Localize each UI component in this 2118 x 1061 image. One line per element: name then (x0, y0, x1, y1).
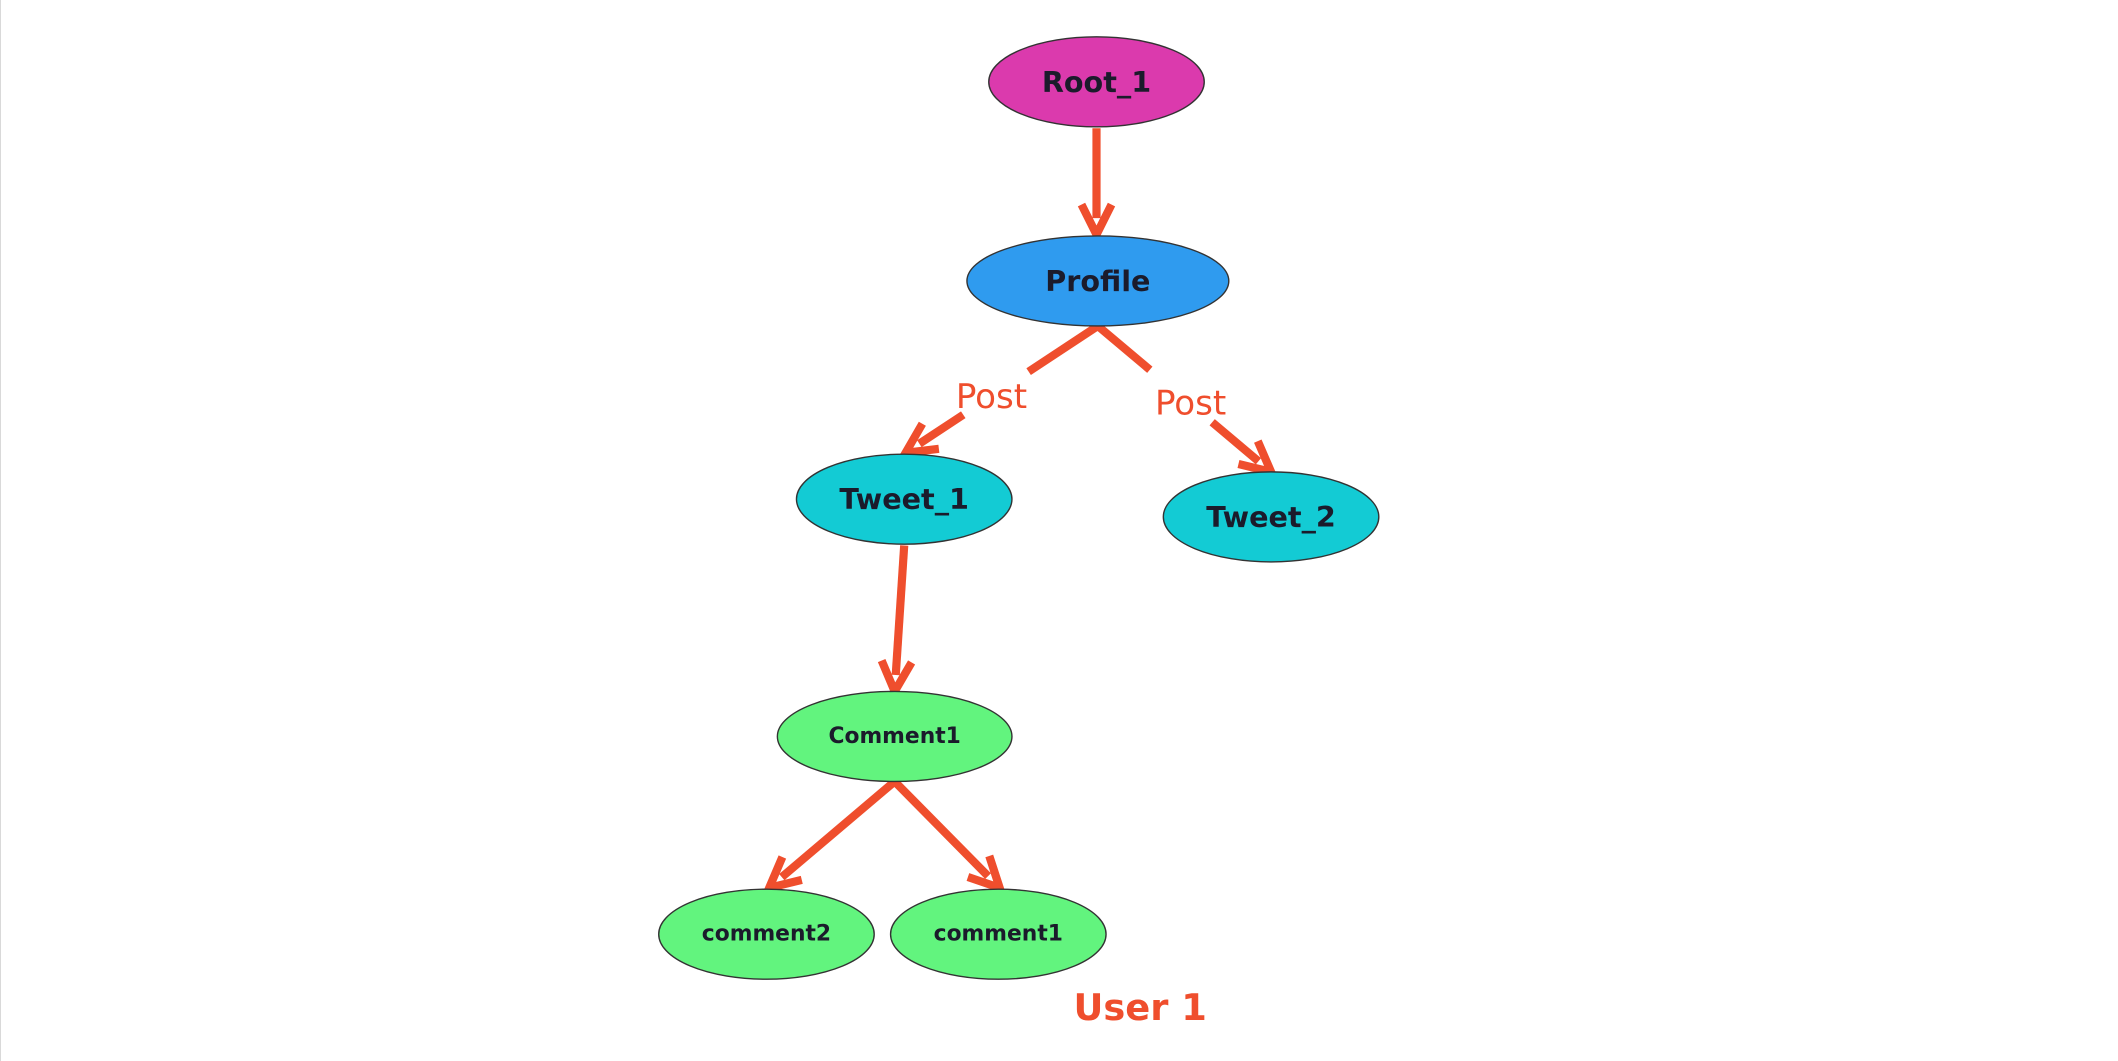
edges-layer (762, 128, 1279, 895)
diagram-caption: User 1 (1073, 986, 1206, 1029)
node-label: Root_1 (1042, 65, 1151, 99)
node-label: Profile (1045, 264, 1150, 298)
node-profile[interactable]: Profile (966, 235, 1230, 327)
edge-line (891, 778, 991, 879)
edge-line (779, 778, 898, 881)
edge-line (917, 411, 966, 448)
edge-label-post: Post (956, 377, 1027, 417)
node-comment-top[interactable]: Comment1 (776, 690, 1013, 783)
node-label: Tweet_1 (839, 482, 969, 516)
node-label: comment1 (934, 922, 1063, 947)
arrowhead (1077, 202, 1116, 244)
edge-root_1-to-profile (1077, 128, 1116, 244)
node-shape (658, 888, 875, 980)
node-shape (889, 888, 1107, 980)
node-shape (776, 690, 1013, 783)
edge-line (1095, 322, 1153, 373)
edge-line (1209, 419, 1262, 465)
edge-line (1026, 322, 1101, 376)
edge-line (891, 545, 909, 676)
node-root-1[interactable]: Root_1 (988, 36, 1205, 128)
node-shape (966, 235, 1230, 327)
edge-label-post: Post (1155, 384, 1226, 424)
node-label: Tweet_2 (1206, 500, 1336, 534)
node-label: Comment1 (828, 724, 960, 749)
edge-tweet_1-to-comment_top (877, 545, 916, 701)
node-tweet-1[interactable]: Tweet_1 (795, 453, 1013, 545)
node-shape (795, 453, 1013, 545)
node-shape (988, 36, 1205, 128)
node-comment1[interactable]: comment1 (889, 888, 1107, 980)
canvas-left-border (0, 0, 1, 1061)
edge-profile-to-tweet_1 (897, 322, 1101, 458)
node-shape (1162, 471, 1380, 563)
edge-comment_top-to-comment1 (891, 778, 1007, 895)
node-comment2[interactable]: comment2 (658, 888, 875, 980)
arrowhead (897, 421, 940, 458)
edge-comment_top-to-comment2 (762, 778, 898, 894)
node-tweet-2[interactable]: Tweet_2 (1162, 471, 1380, 563)
arrowhead (966, 854, 1007, 895)
arrowhead (762, 855, 803, 894)
edge-labels-layer: Post Post (956, 377, 1226, 424)
node-label: comment2 (702, 922, 831, 947)
